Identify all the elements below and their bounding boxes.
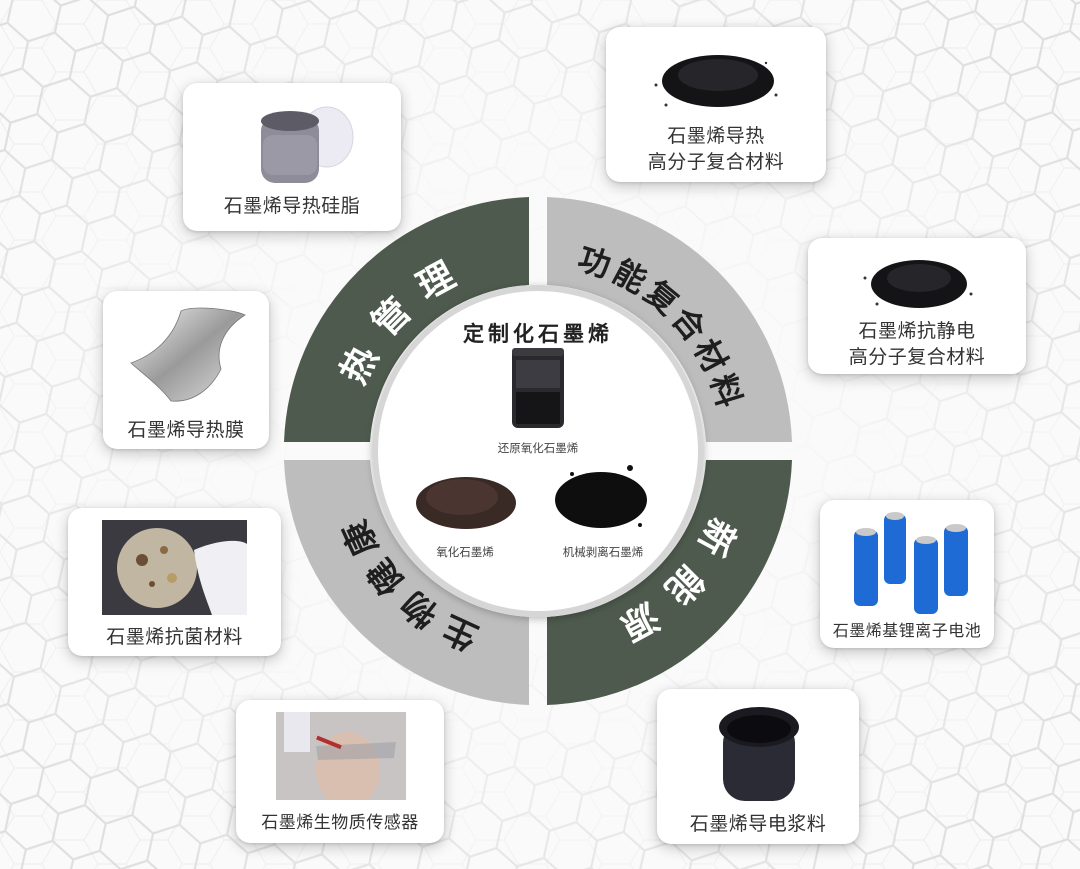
- go-caption: 氧化石墨烯: [436, 545, 494, 559]
- exfoliated-graphene-image: [555, 472, 647, 528]
- card-label: 石墨烯导热硅脂: [223, 195, 361, 217]
- lab-researcher-icon: [276, 712, 406, 800]
- card-label: 石墨烯导热 高分子复合材料: [647, 125, 785, 173]
- card-antistatic-polymer[interactable]: 石墨烯抗静电 高分子复合材料: [808, 238, 1026, 374]
- rgo-caption: 还原氧化石墨烯: [497, 441, 579, 455]
- petri-dish-icon: [102, 520, 247, 615]
- black-granules-pile-icon: [654, 55, 778, 107]
- segment-bio-health[interactable]: [284, 460, 529, 705]
- segment-functional-composites[interactable]: [547, 197, 792, 442]
- card-label: 石墨烯抗菌材料: [106, 626, 243, 648]
- card-thermal-grease[interactable]: 石墨烯导热硅脂: [183, 83, 401, 231]
- segment-new-energy[interactable]: [547, 460, 792, 705]
- rgo-jar-image: [512, 348, 564, 428]
- black-granules-pile-icon: [863, 260, 973, 308]
- card-conductive-paste[interactable]: 石墨烯导电浆料: [657, 689, 859, 844]
- card-label: 石墨烯导热膜: [127, 419, 245, 441]
- card-thermal-film[interactable]: 石墨烯导热膜: [103, 291, 269, 449]
- card-biosensor[interactable]: 石墨烯生物质传感器: [236, 700, 444, 843]
- exfoliated-caption: 机械剥离石墨烯: [562, 545, 644, 559]
- card-label: 石墨烯生物质传感器: [261, 813, 419, 833]
- thermal-grease-jar-icon: [261, 106, 354, 183]
- center-title: 定制化石墨烯: [463, 322, 613, 346]
- card-thermal-polymer[interactable]: 石墨烯导热 高分子复合材料: [606, 27, 826, 182]
- card-li-ion-battery[interactable]: 石墨烯基锂离子电池: [820, 500, 994, 648]
- card-label: 石墨烯导电浆料: [689, 813, 827, 835]
- card-label: 石墨烯基锂离子电池: [832, 621, 982, 640]
- card-antibacterial[interactable]: 石墨烯抗菌材料: [68, 508, 281, 656]
- segment-thermal-management[interactable]: [284, 197, 529, 442]
- conductive-paste-jar-icon: [719, 707, 799, 801]
- card-label: 石墨烯抗静电 高分子复合材料: [848, 320, 986, 368]
- graphene-film-sheet-icon: [130, 307, 246, 402]
- lithium-batteries-icon: [854, 512, 968, 614]
